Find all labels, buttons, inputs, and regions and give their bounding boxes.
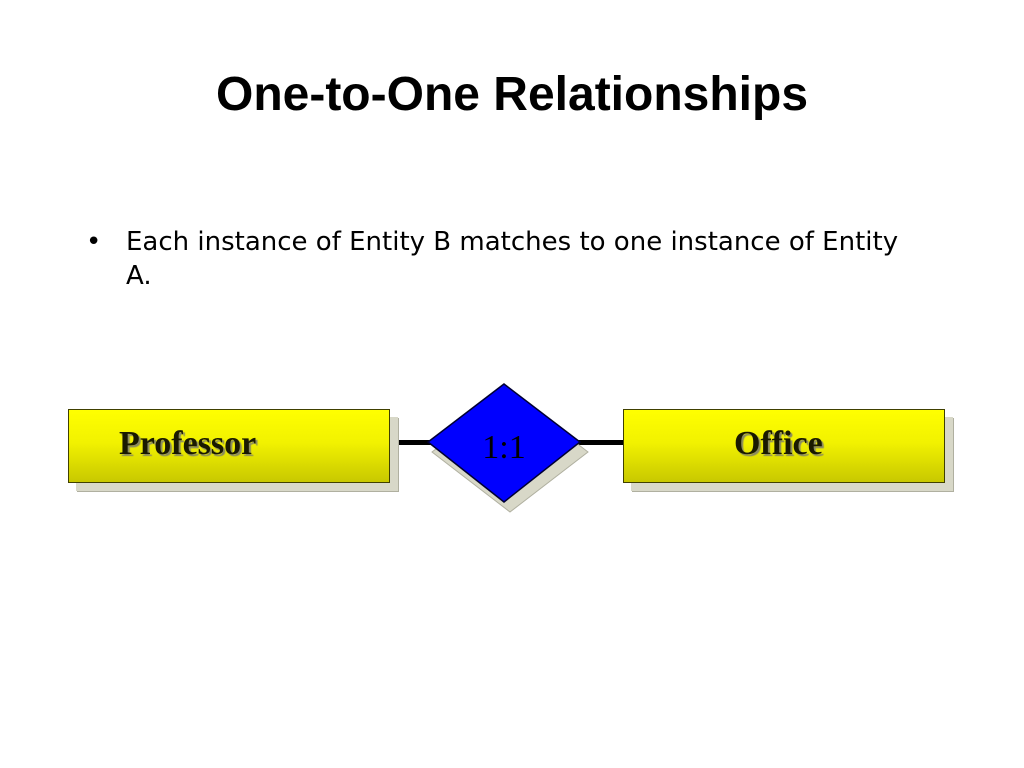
relationship-label: 1:1 bbox=[482, 429, 526, 466]
bullet-list: • Each instance of Entity B matches to o… bbox=[86, 225, 906, 293]
connector-line-right bbox=[578, 440, 624, 445]
slide-title: One-to-One Relationships bbox=[215, 68, 809, 121]
relationship-diamond bbox=[426, 383, 589, 513]
relationship-diamond-shape bbox=[426, 383, 582, 503]
entity-label-office: Office bbox=[734, 425, 823, 462]
bullet-item: • Each instance of Entity B matches to o… bbox=[86, 225, 906, 293]
entity-box-professor: Professor bbox=[68, 409, 390, 483]
bullet-text: Each instance of Entity B matches to one… bbox=[126, 227, 899, 291]
connector-line-left bbox=[391, 440, 431, 445]
entity-label-professor: Professor bbox=[119, 425, 257, 462]
bullet-marker: • bbox=[86, 227, 102, 257]
entity-box-office: Office bbox=[623, 409, 945, 483]
